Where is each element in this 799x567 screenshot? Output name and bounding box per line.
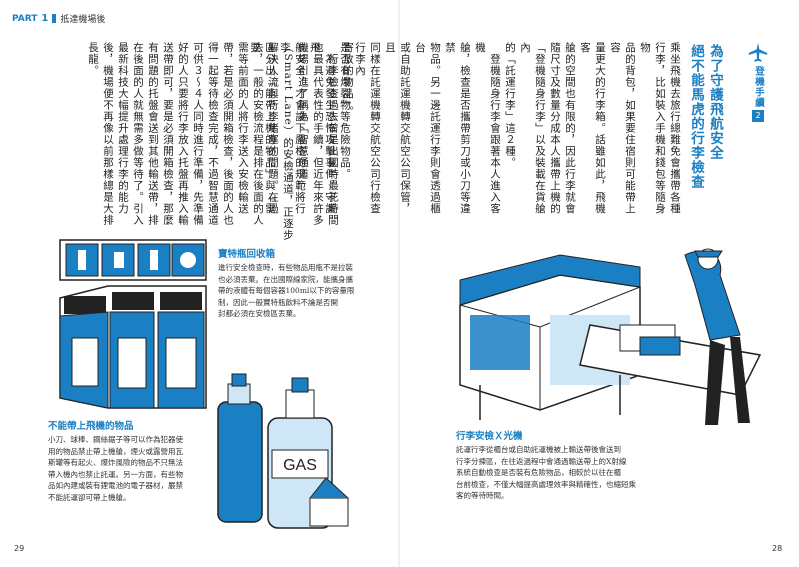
text-column: 或自助託運機轉交航空公司保管，且: [384, 42, 411, 215]
text-column: 行李，比如裝入手機和錢包等隨身物: [639, 42, 666, 215]
text-column: 可供３～４人同時進行準備，先準備: [192, 42, 204, 226]
caption-line: 行李分揀區，在往返過程中會通過輸送帶上的X射線: [456, 456, 627, 466]
caption-line: 帶的液體有每個容器100ml以下的容量限: [218, 286, 355, 295]
prohibited-caption-title: 不能帶上飛機的物品: [48, 421, 134, 432]
text-column: 同樣在託運機轉交航空公司行檢查行李內: [354, 42, 381, 215]
text-column: （Smart Lane）的安檢通道，正逐步: [282, 42, 294, 241]
text-column: 物品。另一邊託運行李則會透過櫃台: [414, 42, 441, 215]
text-column: 隨尺寸及數量分成本人攜帶上機的: [549, 42, 561, 215]
text-column: 最新科技大幅提升處理行李的能力: [117, 42, 129, 215]
caption-line: 小刀、球棒、鋼絲鋸子等可以作為犯器使: [48, 435, 183, 444]
prohibited-caption-body: 小刀、球棒、鋼絲鋸子等可以作為犯器使用的物品禁止帶上機艙，煙火或露營用瓦斯罐等有…: [48, 434, 216, 503]
gas-cans-illustration: GAS: [217, 373, 349, 529]
caption-line: 進行安全檢查時，有些物品用瓶不是拉裝: [218, 263, 353, 272]
section-title: 抵達機場後: [60, 15, 106, 25]
text-column: 區分出「能帶上機的物品」與「需要: [249, 42, 276, 215]
caption-line: 系統自動檢查是否裝有危險物品，相較於以往在櫃: [456, 468, 621, 477]
recycling-bins-illustration: [59, 239, 207, 409]
text-column: 有問題的托盤會送到其他輸送帶，排: [147, 42, 159, 226]
text-column: 好的人只要將行李放入托盤再推入輸: [177, 42, 189, 226]
caption-line: 用的物品禁止帶上機艙，煙火或露營用瓦: [48, 446, 183, 456]
text-column: 的「託運行李」這２種。: [504, 42, 516, 169]
caption-line: 斯罐等有起火、爆炸風險的物品不只無法: [48, 458, 183, 467]
caption-line: 台前檢查，不僅大幅提高處理效率與精確性，也縮短乘: [456, 479, 636, 489]
title-line: 為了守護飛航安全: [707, 44, 723, 160]
text-column: 為避免發生恐怖攻擊事件，守護飛: [309, 42, 336, 215]
bottle-caption-body: 進行安全檢查時，有些物品用瓶不是拉裝也必須丟棄。在出國際線家院，能攜身攜帶的液體…: [218, 262, 386, 320]
airplane-icon: [748, 42, 768, 62]
text-column: 乘坐飛機去旅行總難免會攜帶各種: [669, 42, 681, 215]
part-label: PART: [12, 13, 38, 24]
text-column: 帶，若是必須開箱檢查，後面的人也: [222, 42, 234, 226]
part-number: 1: [41, 13, 49, 24]
caption-line: 不能託運卻可帶上機艙。: [48, 492, 131, 502]
header-marker: [52, 14, 57, 23]
text-column: 航安全，才會設下嚴格的規範將行李: [279, 42, 306, 215]
xray-machine-illustration: [459, 248, 762, 425]
chapter-number: 2: [752, 110, 764, 122]
text-column: 長龍。: [87, 42, 99, 77]
caption-line: 帶入機內也禁止託運。另一方面，有些物: [48, 469, 183, 479]
caption-line: 託運行李從櫃台或自助託運機被上輸送帶後會送到: [456, 445, 621, 454]
text-column: 在後面的人就無需多做等待了。引入: [132, 42, 144, 226]
caption-line: 制，因此一般寶特瓶飲料不論是否開: [218, 297, 338, 307]
page-number-right: 28: [772, 544, 783, 553]
text-column: 登機隨身行李會跟著本人進入客機: [474, 42, 501, 215]
xray-caption-title: 行李安檢Ｘ光機: [456, 431, 523, 442]
caption-line: 品如內建或裝有鋰電池的電子器材，嚴禁: [48, 481, 183, 490]
text-column: 解決人流與行李堵塞的問題。在過: [267, 42, 279, 215]
caption-line: 客的等待時間。: [456, 491, 509, 500]
text-column: 「登機隨身行李」以及裝載在貨艙內: [519, 42, 546, 215]
text-column: 機場引進了稱為「智慧通道」: [297, 42, 309, 192]
running-header: PART 1 抵達機場後: [12, 12, 105, 25]
page-number-left: 29: [14, 544, 25, 553]
text-column: 艙的空間也有限的，因此行李就會: [564, 42, 576, 215]
text-column: 去，一般的安檢流程是排在後面的人: [252, 42, 264, 226]
text-column: 需等前面的人將行李送入安檢輸送: [237, 42, 249, 215]
text-column: 是否有爆裂物等危險物品。: [339, 42, 351, 180]
text-column: 量更大的行李箱。話雖如此，飛機客: [579, 42, 606, 215]
caption-line: 封都必須在安檢區丟棄。: [218, 309, 301, 318]
bottle-caption-title: 寶特瓶回收箱: [218, 249, 276, 260]
text-column: 也最具代表性的手續，但近年來許多: [312, 42, 324, 226]
text-column: 品的背包，如果要住宿則可能帶上容: [609, 42, 636, 215]
xray-caption-body: 託運行李從櫃台或自助託運機被上輸送帶後會送到行李分揀區，在往返過程中會通過輸送帶…: [456, 444, 741, 502]
gas-label: GAS: [283, 457, 317, 474]
text-column: 得一起等待檢查完成，不過智慧通道: [207, 42, 219, 226]
text-column: 送帶即可，要是必須開箱檢查，那麼: [162, 42, 174, 226]
text-column: 艙，檢查是否攜帶剪刀或小刀等違禁: [444, 42, 471, 215]
text-column: 後，機場便不再像以前那樣總是大排: [102, 42, 114, 226]
chapter-label: 登機手續: [753, 66, 764, 108]
page-gutter: [398, 0, 400, 567]
article-title: 為了守護飛航安全絕不能馬虎的行李檢查: [686, 44, 724, 234]
title-line: 絕不能馬虎的行李檢查: [688, 44, 704, 189]
article-body-left: 寄放的物品」。 行李檢查過去曾是出國時最花時間也最具代表性的手續，但近年來許多機…: [80, 42, 355, 247]
text-column: 寄放的物品」。: [342, 42, 354, 118]
caption-line: 也必須丟棄。在出國際線家院，能攜身攜: [218, 274, 353, 284]
chapter-badge: 登機手續 2: [745, 42, 771, 122]
text-column: 行李檢查過去曾是出國時最花時間: [327, 42, 339, 227]
article-body-right: 乘坐飛機去旅行總難免會攜帶各種行李，比如裝入手機和錢包等隨身物品的背包，如果要住…: [249, 42, 682, 224]
